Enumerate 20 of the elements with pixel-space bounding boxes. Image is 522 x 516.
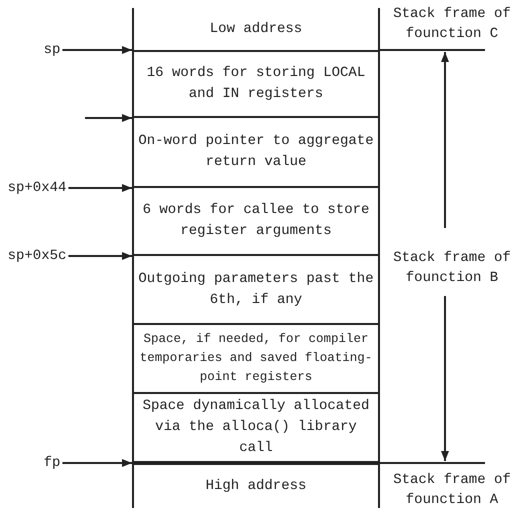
pointer-label: sp+0x5c xyxy=(8,247,66,265)
frame-label: Stack frame of founction B xyxy=(392,249,512,288)
pointer-arrow xyxy=(62,459,132,467)
stack-slot: Low address xyxy=(132,8,380,50)
pointer-arrow xyxy=(68,252,132,260)
pointer-arrow xyxy=(85,114,132,122)
pointer-arrow xyxy=(62,46,132,54)
stack-slot: Space, if needed, for compiler temporaries and saved floating-point registers xyxy=(132,325,380,394)
pointer-label: fp xyxy=(44,454,60,472)
frame-label: Stack frame of founction C xyxy=(392,5,512,44)
stack-slot: Space dynamically allocated via the alloca() library call xyxy=(132,394,380,463)
frame-label: Stack frame of founction A xyxy=(392,471,512,510)
stack-slot: 16 words for storing LOCAL and IN registers xyxy=(132,50,380,118)
stack-slot: Outgoing parameters past the 6th, if any xyxy=(132,256,380,325)
pointer-label: sp xyxy=(44,41,60,59)
stack-slot: 6 words for callee to store register arguments xyxy=(132,188,380,256)
stack-slot: High address xyxy=(132,463,380,508)
pointer-arrow xyxy=(68,184,132,192)
stack-slot: On-word pointer to aggregate return value xyxy=(132,118,380,188)
pointer-label: sp+0x44 xyxy=(8,179,66,197)
